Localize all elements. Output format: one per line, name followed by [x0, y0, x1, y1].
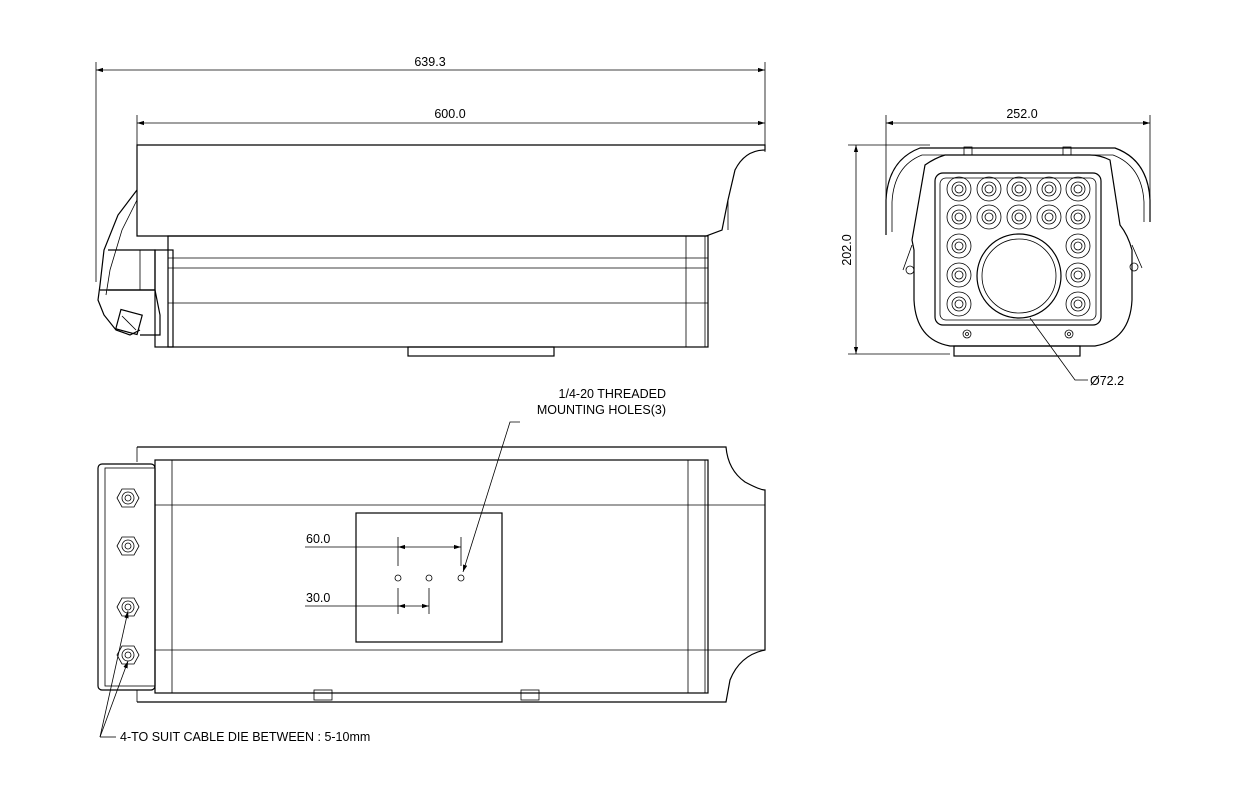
window-diameter-label: Ø72.2 [1090, 374, 1124, 388]
ir-led [946, 176, 972, 202]
ir-led [1065, 291, 1091, 317]
top-view: 60.0 30.0 1/4-20 THREADED MOUNTING HOLES… [97, 387, 766, 744]
mounting-holes-callout-line2: MOUNTING HOLES(3) [537, 403, 666, 417]
side-view: 639.3 600.0 [95, 55, 766, 357]
ir-led [946, 291, 972, 317]
ir-led [946, 262, 972, 288]
mounting-holes-callout-line1: 1/4-20 THREADED [559, 387, 666, 401]
ir-led [1065, 262, 1091, 288]
ir-led [976, 204, 1002, 230]
cable-gland [116, 536, 140, 556]
ir-led [1065, 204, 1091, 230]
ir-led [1065, 176, 1091, 202]
ir-led [1006, 204, 1032, 230]
ir-led [1036, 204, 1062, 230]
ir-led [1065, 233, 1091, 259]
cable-gland [116, 597, 140, 617]
ir-led [976, 176, 1002, 202]
hole-spacing-30-label: 30.0 [306, 591, 330, 605]
front-view: 252.0 202.0 [840, 107, 1151, 388]
hole-spacing-60-label: 60.0 [306, 532, 330, 546]
ir-led-array [946, 176, 1091, 317]
mounting-plate [355, 512, 503, 643]
overall-length-label: 639.3 [414, 55, 445, 69]
mounting-hole [457, 574, 465, 582]
cable-gland [116, 488, 140, 508]
mounting-hole [394, 574, 402, 582]
ir-led [946, 204, 972, 230]
ir-led [1036, 176, 1062, 202]
ir-led [946, 233, 972, 259]
mounting-hole [425, 574, 433, 582]
front-height-label: 202.0 [840, 234, 854, 265]
cable-gland-callout: 4-TO SUIT CABLE DIE BETWEEN : 5-10mm [120, 730, 370, 744]
camera-window [976, 233, 1062, 319]
body-length-label: 600.0 [434, 107, 465, 121]
front-width-label: 252.0 [1006, 107, 1037, 121]
ir-led [1006, 176, 1032, 202]
